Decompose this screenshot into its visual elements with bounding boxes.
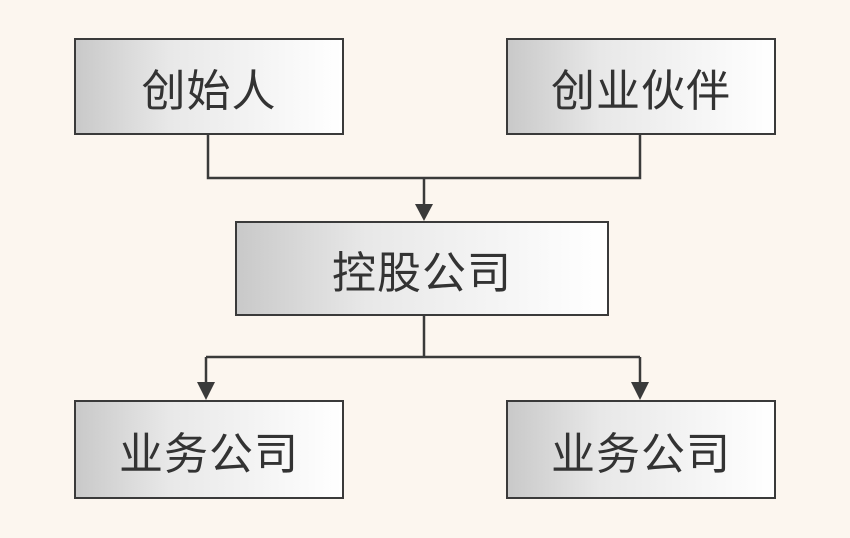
node-business-company-right: 业务公司 xyxy=(506,400,776,499)
arrowhead-business-right xyxy=(631,382,649,400)
arrowhead-business-left xyxy=(197,382,215,400)
connector-founder xyxy=(206,134,424,180)
node-founder: 创始人 xyxy=(74,38,344,135)
node-business-company-left-label: 业务公司 xyxy=(119,428,299,480)
node-holding-company-label: 控股公司 xyxy=(332,247,512,299)
node-partner: 创业伙伴 xyxy=(506,38,776,135)
node-founder-label: 创始人 xyxy=(141,65,277,117)
arrowhead-holding xyxy=(415,204,433,221)
node-business-company-right-label: 业务公司 xyxy=(551,428,731,480)
node-holding-company: 控股公司 xyxy=(235,221,609,316)
node-business-company-left: 业务公司 xyxy=(74,400,344,499)
connector-partner xyxy=(424,134,642,180)
node-partner-label: 创业伙伴 xyxy=(551,65,731,117)
